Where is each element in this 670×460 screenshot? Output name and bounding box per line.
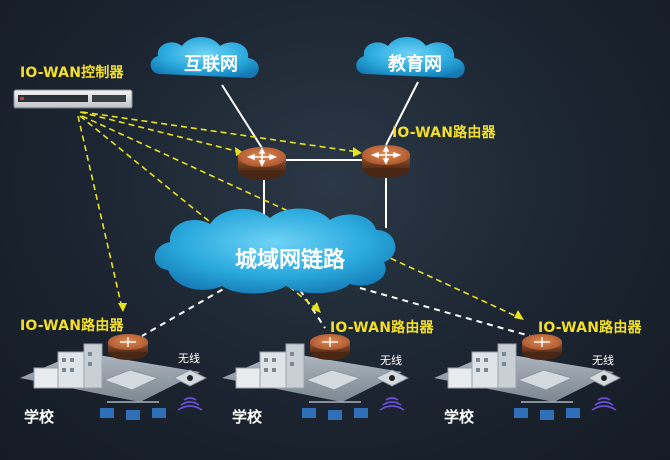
site-1-pcs-icon bbox=[100, 408, 166, 420]
edu-cloud bbox=[356, 37, 465, 78]
site-1-wifi-signal-icon bbox=[177, 397, 203, 411]
internet-cloud-label: 互联网 bbox=[184, 54, 238, 75]
site-1-wireless-ap-icon bbox=[172, 369, 208, 387]
site-2-pcs-icon bbox=[302, 408, 368, 420]
site-1-router-label: IO-WAN路由器 bbox=[20, 318, 124, 334]
site-1-school-label: 学校 bbox=[24, 408, 55, 426]
site-2-wireless-ap-icon bbox=[374, 369, 410, 387]
edu-cloud-label: 教育网 bbox=[388, 54, 442, 75]
site-2 bbox=[222, 334, 410, 420]
site-1-router-icon bbox=[108, 334, 148, 360]
site-3-router-icon bbox=[522, 334, 562, 360]
site-3-school-label: 学校 bbox=[444, 408, 475, 426]
site-3-router-label: IO-WAN路由器 bbox=[538, 320, 642, 336]
controller-server bbox=[13, 89, 133, 109]
site-2-wireless-label: 无线 bbox=[380, 354, 402, 367]
site-3-wireless-label: 无线 bbox=[592, 354, 614, 367]
controller-label: IO-WAN控制器 bbox=[20, 65, 124, 81]
internet-cloud bbox=[150, 37, 259, 78]
site-2-router-icon bbox=[310, 334, 350, 360]
site-1-wireless-label: 无线 bbox=[178, 352, 200, 365]
control-arrowheads bbox=[118, 147, 524, 320]
site-3-pcs-icon bbox=[514, 408, 580, 420]
site-2-router-label: IO-WAN路由器 bbox=[330, 320, 434, 336]
site-2-wifi-signal-icon bbox=[379, 397, 405, 411]
site-3-wireless-ap-icon bbox=[586, 369, 622, 387]
core-router-right-label: IO-WAN路由器 bbox=[392, 125, 496, 141]
site-1 bbox=[20, 334, 208, 420]
site-3 bbox=[434, 334, 622, 420]
router-core-right-icon bbox=[362, 145, 410, 178]
router-core-left-icon bbox=[238, 147, 286, 180]
site-2-school-label: 学校 bbox=[232, 408, 263, 426]
metro-cloud-label: 城域网链路 bbox=[234, 248, 345, 273]
metro-cloud bbox=[154, 208, 396, 294]
site-3-wifi-signal-icon bbox=[591, 397, 617, 411]
